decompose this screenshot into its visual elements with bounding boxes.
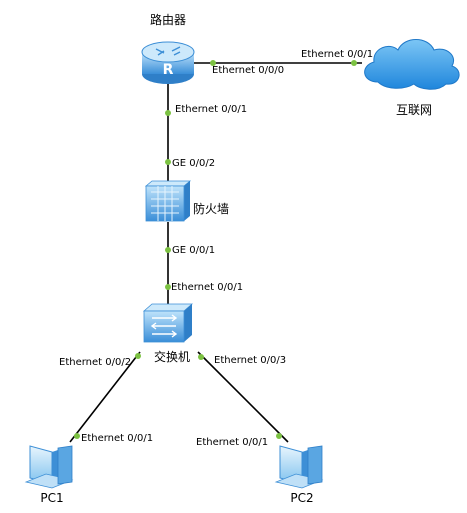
svg-text:R: R	[163, 62, 174, 78]
port-dot-router-south	[165, 110, 171, 116]
switch-label: 交换机	[154, 349, 190, 364]
pc2-label: PC2	[290, 491, 313, 505]
port-dots	[74, 60, 357, 439]
firewall-label: 防火墙	[193, 201, 229, 216]
firewall-icon[interactable]	[144, 180, 192, 222]
port-dot-internet-west	[351, 60, 357, 66]
port-label-switch-top: Ethernet 0/0/1	[171, 282, 243, 293]
router-label: 路由器	[150, 12, 186, 27]
link-switch-pc2	[197, 351, 289, 443]
link-switch-pc1	[69, 351, 141, 443]
switch-icon[interactable]	[142, 303, 194, 343]
port-label-internet-side: Ethernet 0/0/1	[301, 49, 373, 60]
port-label-router-to-firewall: Ethernet 0/0/1	[175, 104, 247, 115]
port-dot-pc2	[276, 433, 282, 439]
port-dot-switch-west	[135, 353, 141, 359]
internet-label: 互联网	[396, 103, 432, 117]
port-label-switch-right: Ethernet 0/0/3	[214, 355, 286, 366]
port-label-firewall-top: GE 0/0/2	[172, 158, 215, 169]
port-label-switch-left: Ethernet 0/0/2	[59, 357, 131, 368]
port-dot-switch-north	[165, 284, 171, 290]
pc2-icon[interactable]	[274, 445, 324, 489]
port-dot-firewall-south	[165, 247, 171, 253]
internet-cloud-icon[interactable]	[364, 39, 460, 90]
port-label-firewall-bottom: GE 0/0/1	[172, 245, 215, 256]
port-label-router-to-internet: Ethernet 0/0/0	[212, 65, 284, 76]
port-dot-firewall-north	[165, 159, 171, 165]
pc1-label: PC1	[40, 491, 63, 505]
port-dot-router-east	[210, 60, 216, 66]
port-label-pc2: Ethernet 0/0/1	[196, 437, 268, 448]
pc1-icon[interactable]	[24, 445, 74, 489]
router-icon[interactable]: R	[141, 41, 195, 84]
port-label-pc1: Ethernet 0/0/1	[81, 433, 153, 444]
port-dot-pc1	[74, 433, 80, 439]
port-dot-switch-east	[198, 354, 204, 360]
